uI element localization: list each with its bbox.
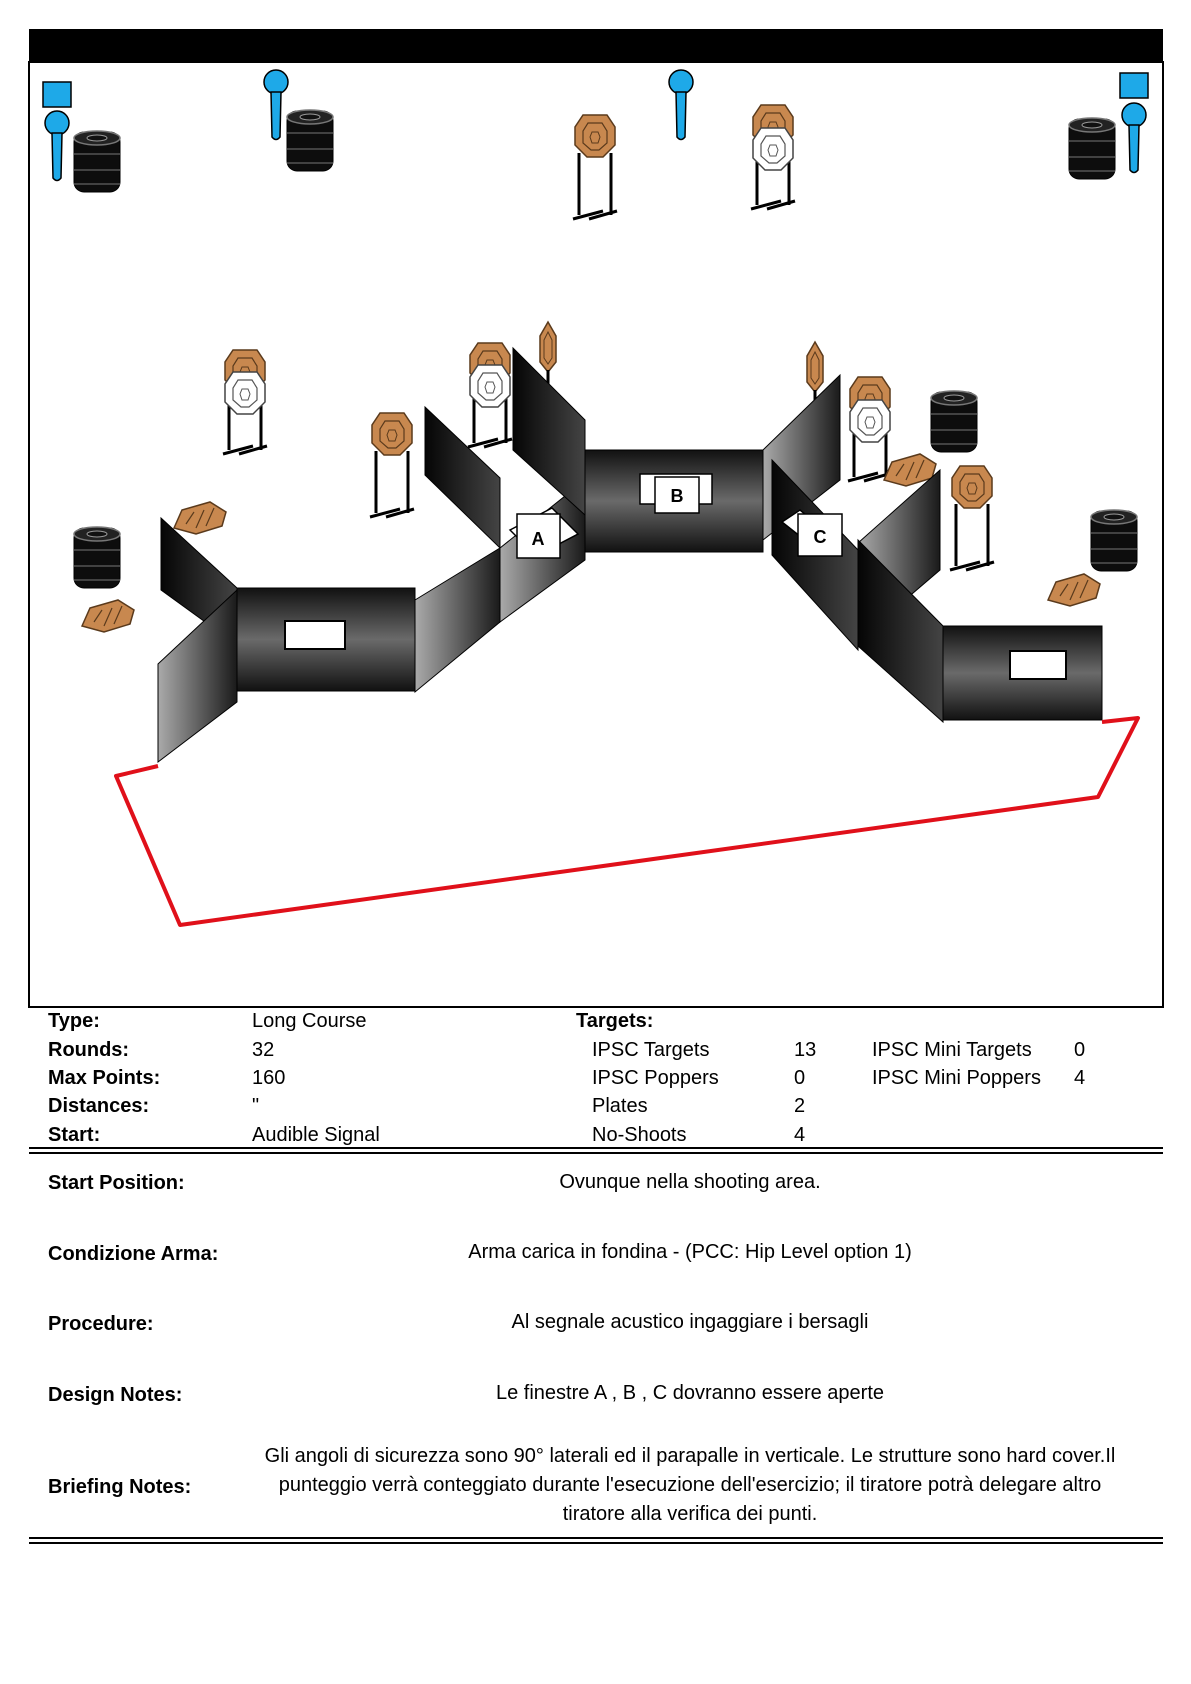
fault-line bbox=[114, 716, 1140, 927]
diagram-frame bbox=[28, 61, 1164, 1008]
window-a: A bbox=[508, 507, 580, 559]
ipsc-mini-poppers-label: IPSC Mini Poppers bbox=[872, 1067, 1041, 1089]
condizione-arma-value: Arma carica in fondina - (PCC: Hip Level… bbox=[468, 1241, 912, 1263]
plates-value: 2 bbox=[794, 1095, 806, 1117]
procedure-value: Al segnale acustico ingaggiare i bersagl… bbox=[511, 1311, 869, 1333]
start-position-label: Start Position: bbox=[48, 1172, 185, 1194]
ipsc-target-icon bbox=[571, 113, 619, 221]
briefing-notes-value: Gli angoli di sicurezza sono 90° lateral… bbox=[264, 1445, 1116, 1525]
barrel-icon bbox=[1090, 509, 1138, 572]
barrel-icon bbox=[930, 390, 978, 453]
type-label: Type: bbox=[48, 1010, 100, 1032]
ipsc-targets-value: 13 bbox=[794, 1039, 817, 1061]
ipsc-poppers-label: IPSC Poppers bbox=[592, 1067, 719, 1089]
start-position-value: Ovunque nella shooting area. bbox=[559, 1171, 821, 1193]
plate-icon bbox=[42, 81, 72, 108]
ipsc-mini-target-icon bbox=[81, 599, 135, 633]
divider bbox=[29, 1147, 1163, 1149]
ipsc-target-icon bbox=[948, 464, 996, 572]
window-b: B bbox=[639, 473, 713, 514]
popper-icon bbox=[1121, 102, 1147, 174]
max-points-label: Max Points: bbox=[48, 1067, 161, 1089]
divider bbox=[29, 1542, 1163, 1544]
targets-heading: Targets: bbox=[576, 1010, 654, 1032]
type-value: Long Course bbox=[252, 1010, 367, 1032]
barrel-icon bbox=[73, 130, 121, 193]
briefing-notes-label: Briefing Notes: bbox=[48, 1476, 192, 1498]
stage-diagram: A B C bbox=[28, 29, 1164, 1008]
distances-value: " bbox=[252, 1095, 260, 1117]
distances-label: Distances: bbox=[48, 1095, 150, 1117]
divider bbox=[29, 1152, 1163, 1154]
ipsc-target-icon bbox=[368, 411, 416, 519]
ipsc-mini-poppers-value: 4 bbox=[1074, 1067, 1086, 1089]
procedure-label: Procedure: bbox=[48, 1313, 154, 1335]
ipsc-targets-label: IPSC Targets bbox=[592, 1039, 710, 1061]
ipsc-mini-target-icon bbox=[1047, 573, 1101, 607]
design-notes-label: Design Notes: bbox=[48, 1384, 183, 1406]
divider bbox=[29, 1537, 1163, 1539]
rounds-value: 32 bbox=[252, 1039, 275, 1061]
ipsc-target-icon bbox=[539, 320, 557, 392]
window-c: C bbox=[780, 509, 843, 557]
condizione-arma-label: Condizione Arma: bbox=[48, 1243, 219, 1265]
max-points-value: 160 bbox=[252, 1067, 286, 1089]
wall bbox=[857, 538, 944, 724]
no-shoot-icon bbox=[469, 364, 511, 408]
ipsc-mini-targets-label: IPSC Mini Targets bbox=[872, 1039, 1032, 1061]
barrel-icon bbox=[1068, 117, 1116, 180]
no-shoot-icon bbox=[224, 371, 266, 415]
wall bbox=[414, 547, 501, 694]
header-bar bbox=[29, 29, 1163, 62]
start-value: Audible Signal bbox=[252, 1124, 380, 1146]
plate-icon bbox=[1119, 72, 1149, 99]
barrel-icon bbox=[73, 526, 121, 589]
window bbox=[284, 620, 346, 650]
no-shoot-icon bbox=[849, 399, 891, 443]
window-label-a: A bbox=[532, 529, 545, 549]
popper-icon bbox=[668, 69, 694, 141]
window-label-b: B bbox=[671, 486, 684, 506]
plates-label: Plates bbox=[592, 1095, 648, 1117]
ipsc-poppers-value: 0 bbox=[794, 1067, 806, 1089]
window-label-c: C bbox=[814, 527, 827, 547]
start-label: Start: bbox=[48, 1124, 101, 1146]
barrel-icon bbox=[286, 109, 334, 172]
design-notes-value: Le finestre A , B , C dovranno essere ap… bbox=[495, 1382, 884, 1404]
window bbox=[1009, 650, 1067, 680]
no-shoots-label: No-Shoots bbox=[592, 1124, 687, 1146]
wall bbox=[424, 405, 501, 550]
wall bbox=[157, 588, 238, 764]
ipsc-mini-target-icon bbox=[173, 501, 227, 535]
no-shoot-icon bbox=[752, 127, 794, 171]
popper-icon bbox=[263, 69, 289, 141]
no-shoots-value: 4 bbox=[794, 1124, 806, 1146]
rounds-label: Rounds: bbox=[48, 1039, 130, 1061]
ipsc-mini-targets-value: 0 bbox=[1074, 1039, 1086, 1061]
popper-icon bbox=[44, 110, 70, 182]
